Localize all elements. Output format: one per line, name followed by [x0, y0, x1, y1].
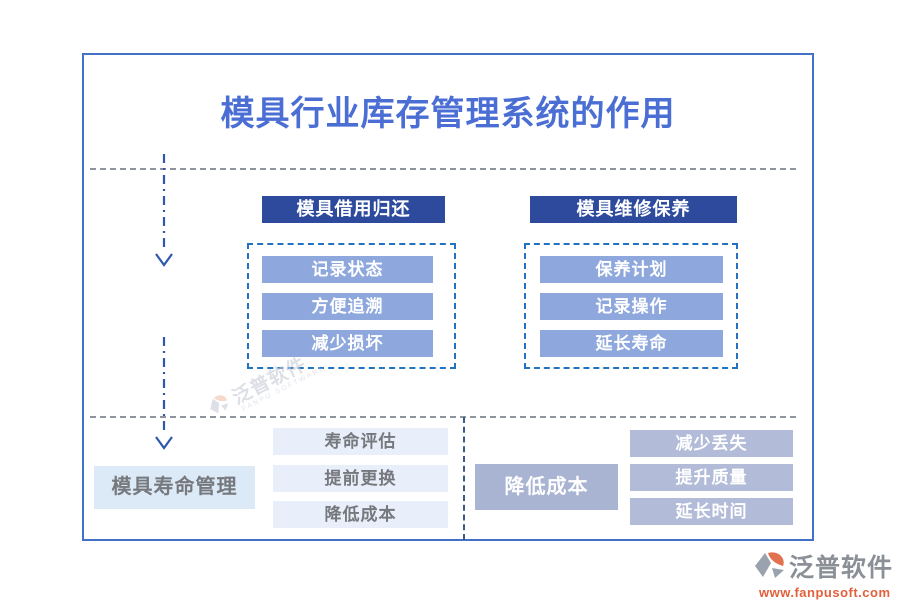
- diagram-frame: [82, 53, 814, 541]
- page-title: 模具行业库存管理系统的作用: [220, 95, 676, 133]
- list-item: 减少丢失: [630, 430, 793, 457]
- section-header-borrow-return: 模具借用归还: [262, 196, 445, 223]
- list-item: 记录操作: [540, 293, 723, 320]
- list-item: 延长时间: [630, 498, 793, 525]
- maintenance-group-box: [524, 243, 738, 369]
- list-item: 提前更换: [273, 465, 448, 492]
- life-management-label: 模具寿命管理: [94, 466, 255, 509]
- list-item: 延长寿命: [540, 330, 723, 357]
- footer-brand-text: 泛普软件: [789, 554, 894, 582]
- list-item: 提升质量: [630, 464, 793, 491]
- list-item: 寿命评估: [273, 428, 448, 455]
- fanpu-logo-icon: [755, 552, 784, 578]
- list-item: 降低成本: [273, 501, 448, 528]
- fanpu-logo-icon: [210, 394, 229, 413]
- bottom-section-divider: [90, 416, 796, 418]
- down-arrow-icon: [155, 154, 173, 267]
- cost-reduction-label: 降低成本: [475, 464, 618, 510]
- down-arrow-icon: [155, 337, 173, 450]
- list-item: 记录状态: [262, 256, 433, 283]
- section-header-maintenance: 模具维修保养: [530, 196, 737, 223]
- footer-url-text: www.fanpusoft.com: [759, 585, 891, 600]
- list-item: 保养计划: [540, 256, 723, 283]
- top-section-divider: [90, 168, 796, 170]
- list-item: 减少损坏: [262, 330, 433, 357]
- watermark: 泛普软件 FANPU SOFTWARE: [203, 339, 333, 427]
- list-item: 方便追溯: [262, 293, 433, 320]
- borrow-return-group-box: [247, 243, 456, 369]
- footer-logo: 泛普软件 www.fanpusoft.com: [753, 548, 893, 600]
- bottom-vertical-divider: [463, 417, 465, 540]
